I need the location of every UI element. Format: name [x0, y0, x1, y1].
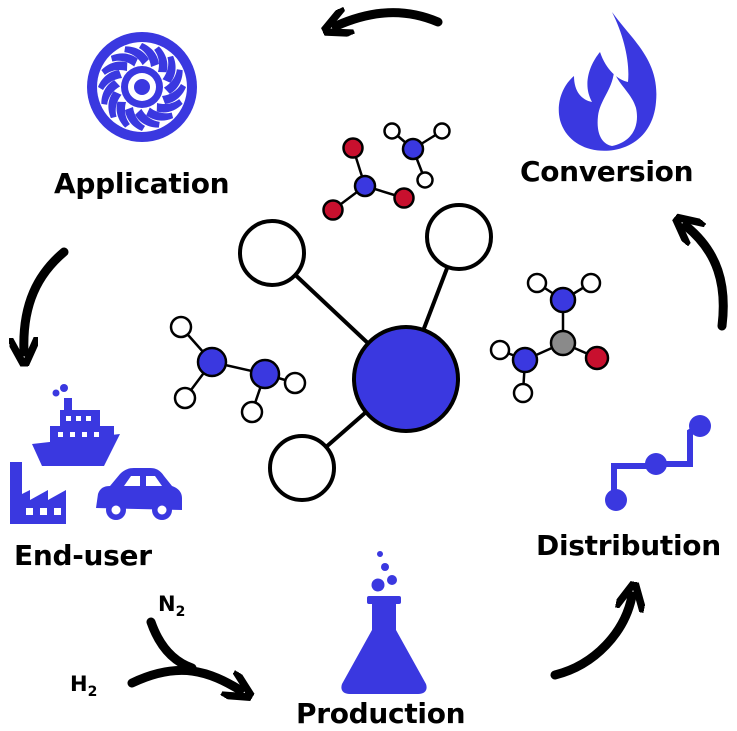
molecule-top-ammonia — [383, 122, 451, 189]
arrow-application-to-end-user — [24, 247, 69, 352]
ammonia-molecule-large — [238, 203, 493, 502]
label-distribution: Distribution — [536, 529, 721, 562]
flask-icon — [341, 551, 427, 694]
circuit-network-icon — [605, 415, 711, 511]
arrow-n2-merge — [146, 617, 197, 673]
molecule-top-left — [322, 137, 415, 221]
molecule-urea — [489, 272, 610, 404]
label-production: Production — [296, 697, 466, 730]
hydrogen-atom — [425, 203, 493, 271]
arrow-conversion-to-application — [336, 13, 443, 26]
arrow-h2-to-production — [127, 665, 240, 690]
label-conversion: Conversion — [520, 155, 694, 188]
arrow-production-to-distribution — [550, 596, 632, 680]
label-application: Application — [54, 167, 230, 200]
hydrogen-atom — [238, 219, 306, 287]
ship-icon — [32, 384, 120, 466]
turbine-icon — [87, 32, 197, 142]
label-end-user: End-user — [14, 539, 152, 572]
nitrogen-atom — [352, 325, 460, 433]
car-icon — [96, 468, 182, 520]
label-h2: H2 — [70, 672, 98, 700]
arrow-distribution-to-conversion — [686, 226, 728, 331]
hydrogen-atom — [268, 434, 336, 502]
flame-icon — [558, 12, 657, 151]
label-n2: N2 — [158, 592, 186, 620]
factory-icon — [10, 462, 66, 524]
molecule-hydrazine — [169, 315, 307, 424]
